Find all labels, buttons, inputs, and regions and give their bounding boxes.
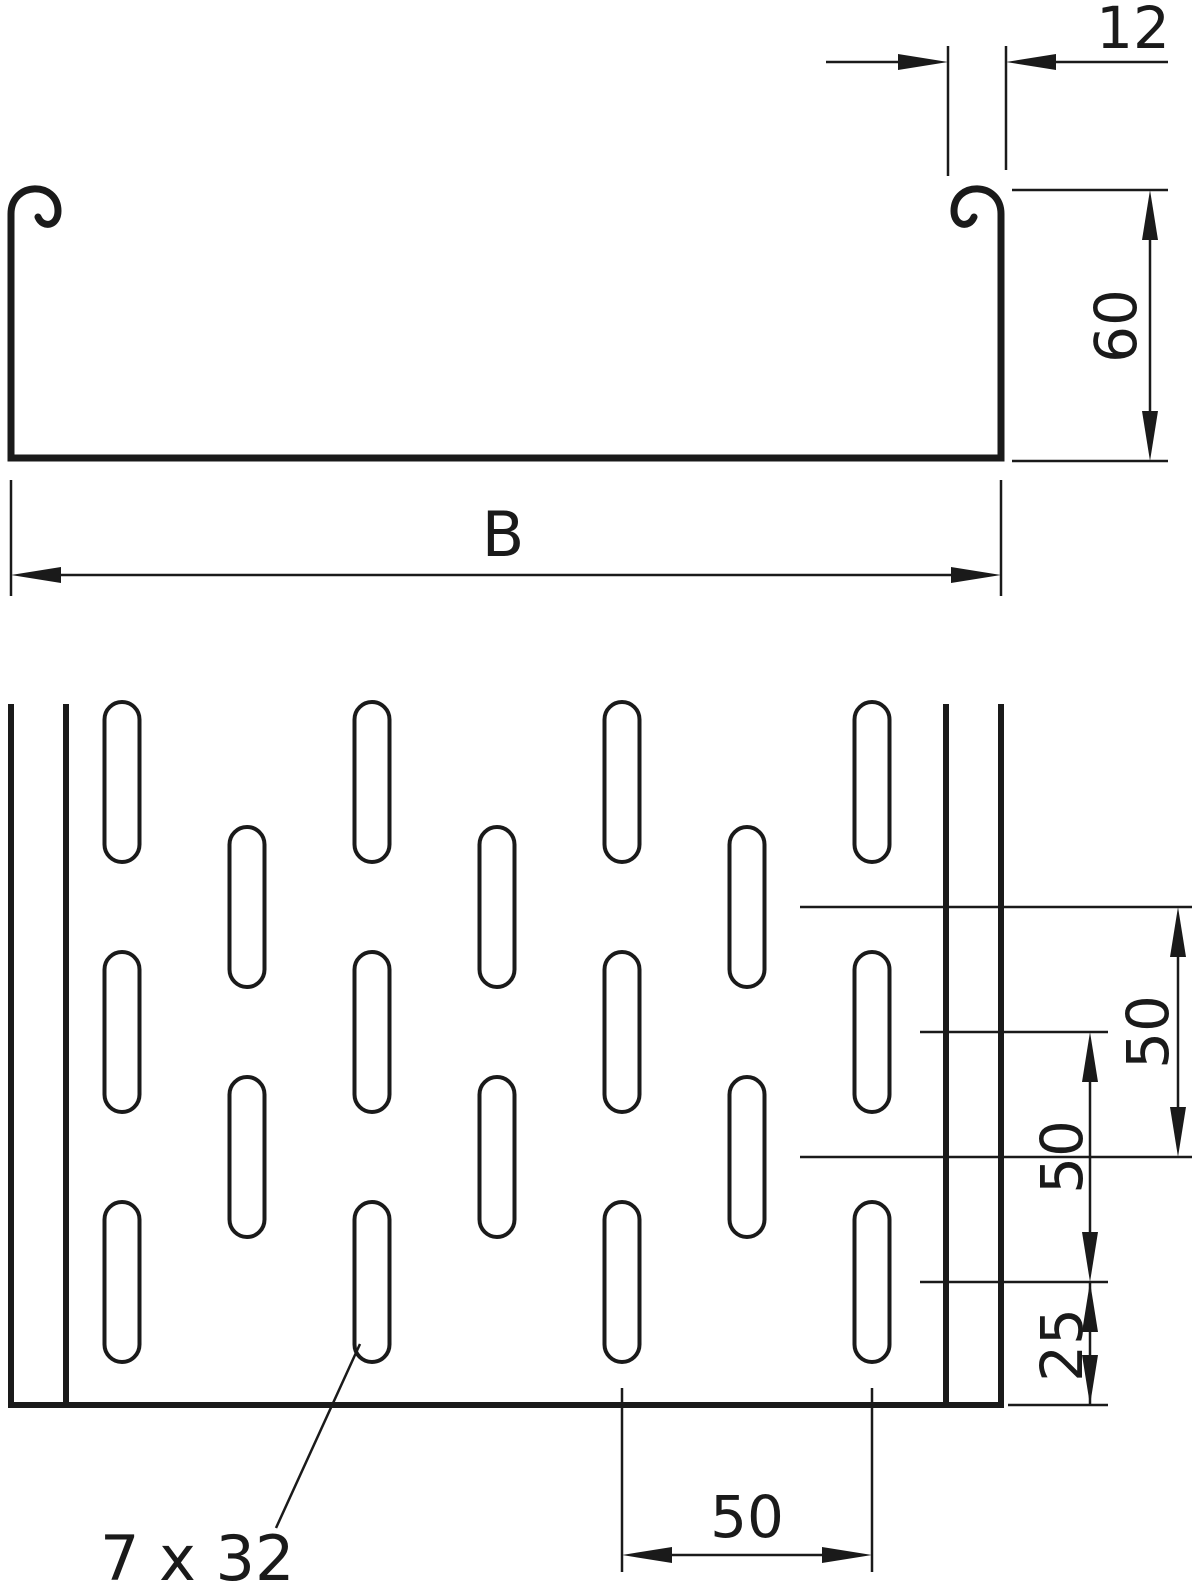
leader-line	[274, 1343, 362, 1529]
arrowhead-up-icon	[1142, 190, 1158, 240]
dim-side-height: 60	[1012, 188, 1168, 463]
arrowhead-right-icon	[898, 54, 948, 70]
slot-hole	[852, 950, 892, 1114]
slot-size-label: 7 x 32	[100, 1522, 294, 1584]
dim-row-pitch-outer: 50	[800, 905, 1192, 1159]
arrowhead-up-icon	[1082, 1032, 1098, 1082]
slot-hole	[352, 700, 392, 864]
dim-label-bottom-edge-offset: 25	[1028, 1308, 1096, 1382]
slot-hole	[602, 950, 642, 1114]
dim-label-side-height: 60	[1082, 289, 1150, 363]
dim-row-pitch-inner: 50	[920, 1030, 1108, 1284]
slot-hole	[102, 1200, 142, 1364]
slot-hole	[352, 950, 392, 1114]
dim-column-pitch: 50	[620, 1388, 874, 1572]
dim-flange-roll: 12	[826, 0, 1170, 176]
dim-label-row-pitch-inner: 50	[1028, 1120, 1096, 1194]
slot-hole	[727, 825, 767, 989]
slot-hole	[102, 700, 142, 864]
slot-pattern	[102, 700, 892, 1364]
arrowhead-down-icon	[1082, 1232, 1098, 1282]
arrowhead-left-icon	[11, 567, 61, 583]
dim-label-column-pitch: 50	[710, 1483, 784, 1551]
dim-overall-width: B	[9, 480, 1003, 596]
plan-view: 50 50 25	[8, 700, 1192, 1584]
slot-hole	[477, 825, 517, 989]
arrowhead-right-icon	[822, 1547, 872, 1563]
tray-profile-outline	[7, 185, 1005, 462]
arrowhead-right-icon	[951, 567, 1001, 583]
dim-label-overall-width: B	[482, 498, 525, 571]
slot-hole	[102, 950, 142, 1114]
section-view: 12 60 B	[7, 0, 1170, 596]
arrowhead-down-icon	[1170, 1107, 1186, 1157]
dim-label-row-pitch-outer: 50	[1114, 995, 1182, 1069]
slot-hole	[852, 700, 892, 864]
slot-hole	[727, 1075, 767, 1239]
dim-bottom-edge-offset: 25	[1008, 1282, 1108, 1407]
slot-hole	[852, 1200, 892, 1364]
slot-hole	[602, 700, 642, 864]
slot-hole	[602, 1200, 642, 1364]
slot-hole	[352, 1200, 392, 1364]
slot-hole	[477, 1075, 517, 1239]
slot-size-callout: 7 x 32	[100, 1343, 362, 1584]
slot-hole	[227, 1075, 267, 1239]
slot-hole	[227, 825, 267, 989]
arrowhead-up-icon	[1170, 907, 1186, 957]
arrowhead-left-icon	[622, 1547, 672, 1563]
arrowhead-down-icon	[1082, 1355, 1098, 1405]
arrowhead-down-icon	[1142, 411, 1158, 461]
dim-label-flange-roll: 12	[1096, 0, 1170, 62]
arrowhead-left-icon	[1006, 54, 1056, 70]
arrowhead-up-icon	[1082, 1282, 1098, 1332]
